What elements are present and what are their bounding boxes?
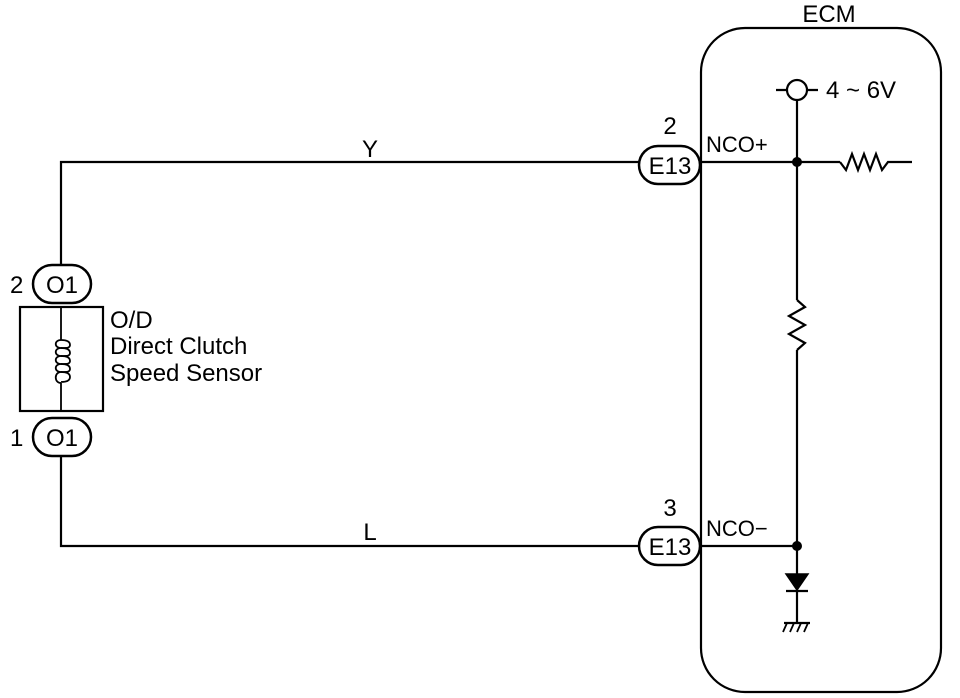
svg-text:O1: O1	[46, 272, 78, 299]
wire-l-label: L	[363, 519, 376, 546]
sensor-connector-bottom: O1	[31, 416, 93, 458]
ground-icon	[782, 621, 810, 633]
terminal-nco-minus: NCO−	[706, 516, 768, 541]
sensor-name-line1: O/D	[110, 307, 153, 334]
supply-voltage-label: 4 ~ 6V	[826, 77, 896, 104]
wire-l	[59, 456, 640, 548]
wire-y-label: Y	[362, 136, 378, 163]
bias-resistor-icon	[786, 299, 808, 351]
sensor-connector-top-pin: 2	[10, 272, 23, 299]
sensor-connector-bottom-pin: 1	[10, 425, 23, 452]
svg-text:E13: E13	[649, 534, 692, 561]
ecm-connector-bottom: E13	[637, 525, 702, 567]
ecm-connector-bottom-pin: 3	[663, 495, 676, 522]
ecm-housing	[699, 26, 943, 694]
terminal-nco-plus: NCO+	[706, 132, 768, 157]
sensor-coil-icon	[54, 339, 68, 384]
wire-y	[59, 160, 640, 265]
ecm-title: ECM	[802, 1, 855, 28]
svg-text:O1: O1	[46, 425, 78, 452]
sensor-name-line3: Speed Sensor	[110, 360, 262, 387]
ecm-connector-top: E13	[637, 144, 702, 186]
diode-icon	[784, 573, 810, 593]
pullup-resistor-icon	[839, 150, 912, 174]
sensor-connector-top: O1	[31, 263, 93, 305]
ecm-connector-top-pin: 2	[663, 113, 676, 140]
sensor-name-line2: Direct Clutch	[110, 333, 247, 360]
supply-terminal-icon	[776, 78, 818, 102]
svg-text:E13: E13	[649, 153, 692, 180]
